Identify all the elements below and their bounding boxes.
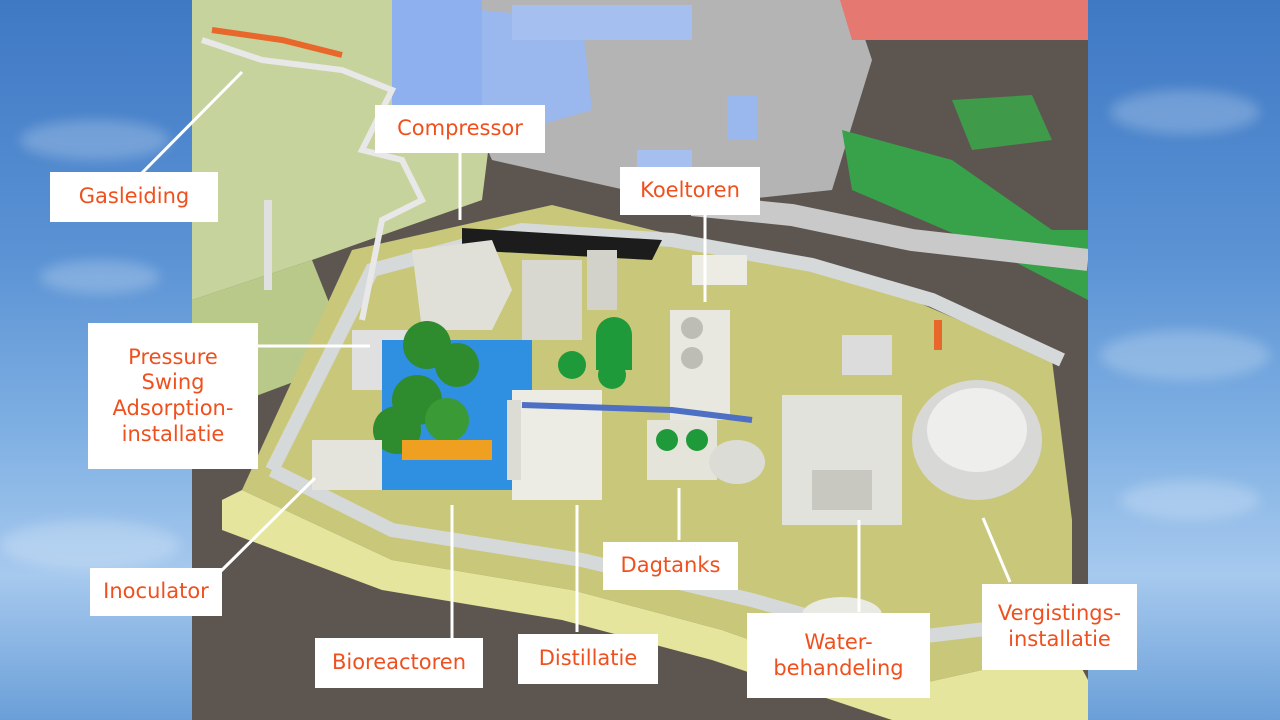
bioreactor-tank: [425, 398, 469, 442]
label-psa-line-4: installatie: [121, 421, 225, 446]
cooling-fan: [681, 347, 703, 369]
label-compressor: Compressor: [375, 105, 545, 153]
label-compressor-text: Compressor: [397, 116, 523, 141]
label-gasleiding-text: Gasleiding: [78, 184, 190, 209]
flare-tower: [264, 200, 272, 290]
building-block: [727, 95, 757, 140]
label-dagtanks: Dagtanks: [603, 542, 738, 590]
label-distillatie: Distillatie: [518, 634, 658, 684]
label-bioreactoren-text: Bioreactoren: [331, 650, 467, 675]
bioreactor-tank: [435, 343, 479, 387]
label-inoculator-text: Inoculator: [103, 579, 209, 604]
label-waterbehandeling-line-2: behandeling: [773, 655, 904, 680]
pipeline: [201, 37, 427, 321]
label-psa-line-2: Swing: [141, 370, 205, 395]
compressor-building: [412, 240, 512, 330]
inoculator-unit: [312, 440, 382, 490]
red-field: [840, 0, 1088, 40]
pipeline: [211, 27, 343, 58]
bioreactor-pipework: [402, 440, 492, 460]
day-tank-area: [647, 420, 717, 480]
label-koeltoren: Koeltoren: [620, 167, 760, 215]
plant-render: [192, 0, 1088, 720]
label-koeltoren-text: Koeltoren: [640, 178, 740, 203]
label-waterbehandeling: Water- behandeling: [747, 613, 930, 698]
label-vergistingsinstallatie: Vergistings- installatie: [982, 584, 1137, 670]
shed: [522, 260, 582, 340]
building-block: [637, 150, 692, 172]
label-psa-line-3: Adsorption-: [112, 396, 234, 420]
label-dagtanks-text: Dagtanks: [620, 553, 721, 578]
cooling-building: [692, 255, 747, 285]
label-inoculator: Inoculator: [90, 568, 222, 616]
storage-tank: [558, 351, 586, 379]
label-psa: Pressure Swing Adsorption- installatie: [88, 323, 258, 469]
building-block: [392, 0, 482, 135]
label-vergisting-line-1: Vergistings-: [997, 601, 1122, 626]
storage-tank: [598, 361, 626, 389]
sky-cloud: [40, 260, 160, 294]
flare-stack: [934, 320, 942, 350]
day-tank: [656, 429, 678, 451]
label-vergisting-line-2: installatie: [1008, 627, 1111, 651]
sky-cloud: [20, 120, 170, 160]
label-bioreactoren: Bioreactoren: [315, 638, 483, 688]
label-gasleiding: Gasleiding: [50, 172, 218, 222]
treatment-basin: [812, 470, 872, 510]
sky-cloud: [0, 520, 180, 570]
shed: [842, 335, 892, 375]
sky-cloud: [1120, 480, 1260, 520]
digester-dome-top: [927, 388, 1027, 472]
sky-cloud: [1110, 90, 1260, 134]
building-block: [512, 5, 692, 40]
day-tank: [686, 429, 708, 451]
label-psa-line-1: Pressure: [128, 344, 218, 369]
shed: [587, 250, 617, 310]
sky-cloud: [1100, 330, 1270, 380]
label-distillatie-text: Distillatie: [538, 646, 638, 671]
distillation-column: [507, 400, 521, 480]
label-waterbehandeling-line-1: Water-: [804, 629, 873, 654]
pipe-rack: [521, 402, 753, 423]
cooling-fan: [681, 317, 703, 339]
plot-border: [222, 490, 1088, 720]
green-field: [952, 95, 1052, 150]
clarifier: [709, 440, 765, 484]
